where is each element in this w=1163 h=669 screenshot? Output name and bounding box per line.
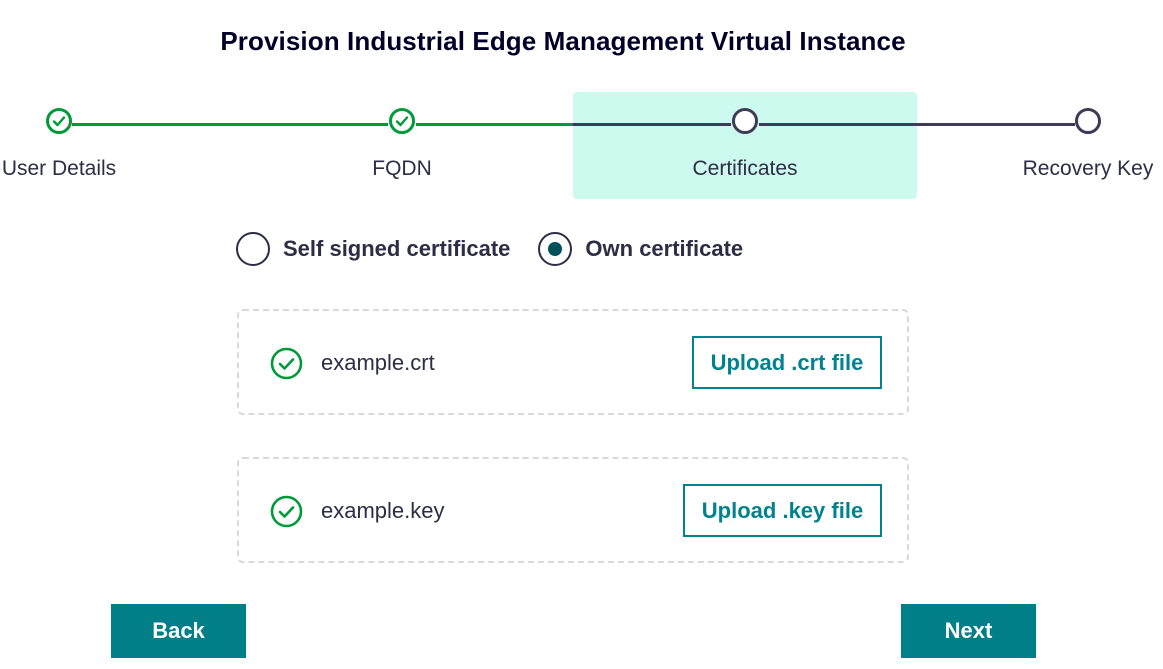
step-node-user-details[interactable] — [46, 108, 72, 134]
upload-crt-dropzone[interactable]: example.crt Upload .crt file — [237, 309, 909, 415]
step-connector-2 — [416, 123, 573, 126]
back-button[interactable]: Back — [111, 604, 246, 658]
step-connector-1 — [72, 123, 388, 126]
upload-crt-button[interactable]: Upload .crt file — [692, 336, 882, 389]
page-title: Provision Industrial Edge Management Vir… — [220, 26, 906, 56]
upload-key-button[interactable]: Upload .key file — [683, 484, 882, 537]
radio-label-own-certificate: Own certificate — [585, 236, 744, 261]
step-connector-2b — [573, 123, 731, 126]
radio-own-certificate[interactable]: Own certificate — [538, 232, 743, 266]
radio-label-self-signed: Self signed certificate — [283, 236, 511, 261]
next-button[interactable]: Next — [901, 604, 1036, 658]
radio-selected-icon[interactable] — [538, 232, 573, 266]
radio-unselected-icon[interactable] — [236, 232, 270, 266]
step-label-fqdn: FQDN — [372, 157, 432, 180]
check-circle-icon — [270, 347, 303, 380]
checkmark-icon — [395, 116, 409, 127]
crt-filename: example.crt — [321, 350, 435, 375]
key-filename: example.key — [321, 498, 445, 523]
step-node-recovery-key[interactable] — [1075, 108, 1101, 134]
step-label-certificates: Certificates — [692, 157, 798, 180]
check-circle-icon — [270, 495, 303, 528]
step-node-fqdn[interactable] — [389, 108, 415, 134]
step-node-certificates[interactable] — [732, 108, 758, 134]
step-label-user-details: User Details — [1, 157, 117, 180]
upload-key-dropzone[interactable]: example.key Upload .key file — [237, 457, 909, 563]
radio-self-signed[interactable]: Self signed certificate — [236, 232, 510, 266]
checkmark-icon — [52, 116, 66, 127]
certificate-type-radio-group: Self signed certificate Own certificate — [236, 232, 743, 266]
step-connector-3 — [759, 123, 1075, 126]
progress-stepper: User Details FQDN Certificates Recovery … — [0, 0, 1163, 210]
step-label-recovery-key: Recovery Key — [1022, 157, 1154, 180]
